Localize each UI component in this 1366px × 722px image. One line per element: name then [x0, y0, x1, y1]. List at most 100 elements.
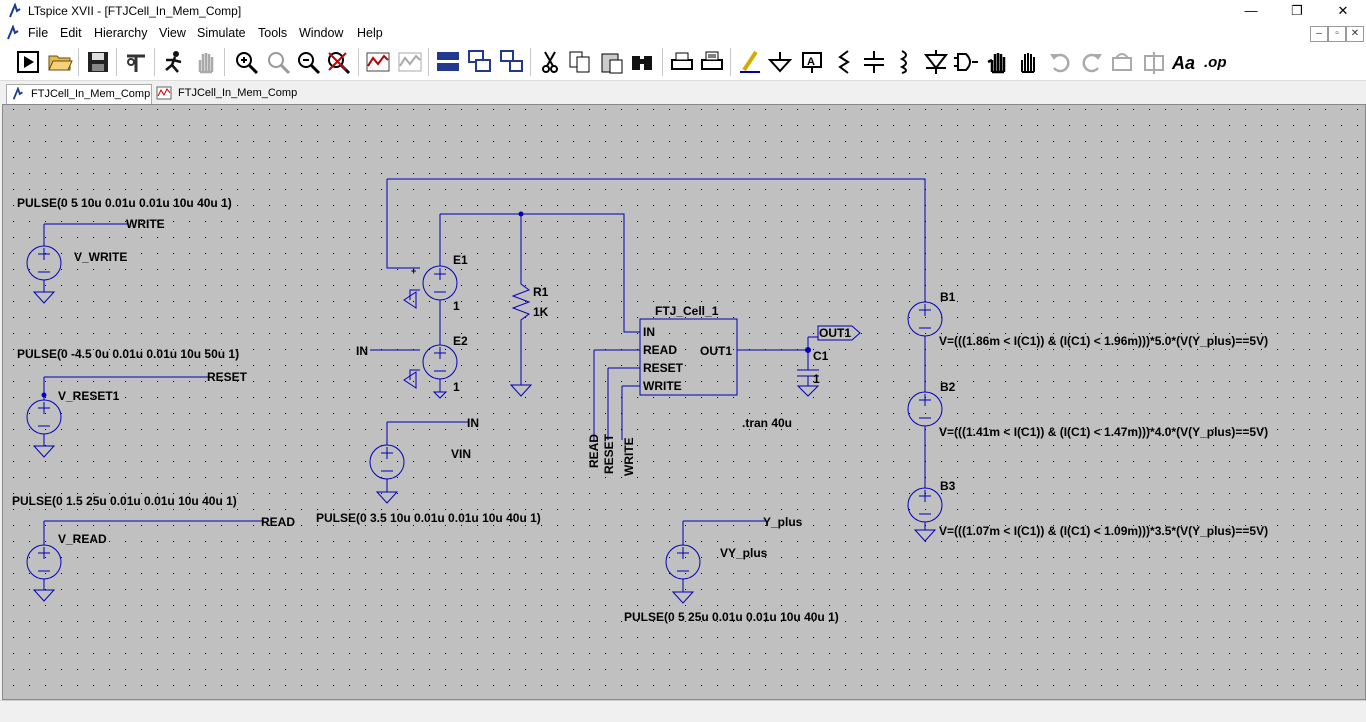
mdi-minimize-button[interactable]: –: [1310, 26, 1328, 42]
pulse-in-text[interactable]: PULSE(0 3.5 10u 0.01u 0.01u 10u 40u 1): [316, 511, 541, 525]
v-reset-source[interactable]: [26, 376, 208, 458]
document-schematic-icon[interactable]: [6, 25, 20, 41]
print-setup-icon[interactable]: [668, 48, 696, 76]
menu-hierarchy[interactable]: Hierarchy: [94, 26, 148, 40]
inductor-icon[interactable]: [890, 48, 918, 76]
b3-label[interactable]: B3: [940, 479, 956, 493]
mdi-close-button[interactable]: ✕: [1346, 26, 1364, 42]
r1-label[interactable]: R1: [533, 285, 549, 299]
net-write-label[interactable]: WRITE: [126, 217, 165, 231]
vy-plus-label[interactable]: VY_plus: [720, 546, 768, 560]
schematic-drawing[interactable]: +: [3, 105, 1365, 699]
net-read-label[interactable]: READ: [261, 515, 295, 529]
restore-button[interactable]: ❐: [1291, 3, 1303, 18]
net-y-plus-label[interactable]: Y_plus: [763, 515, 803, 529]
diode-icon[interactable]: [922, 48, 950, 76]
tile-horizontal-icon[interactable]: [434, 48, 462, 76]
e2-gain[interactable]: 1: [453, 380, 460, 394]
e1-label[interactable]: E1: [453, 253, 468, 267]
v-read-label[interactable]: V_READ: [58, 532, 107, 546]
b1-source[interactable]: [907, 301, 943, 392]
control-panel-icon[interactable]: [122, 48, 150, 76]
v-reset-label[interactable]: V_RESET1: [58, 389, 120, 403]
c1-value[interactable]: 1: [813, 372, 820, 386]
find-binoculars-icon[interactable]: [628, 48, 656, 76]
plot-settings-icon[interactable]: [364, 48, 392, 76]
r1-resistor[interactable]: [509, 214, 533, 397]
b3-source[interactable]: [907, 487, 943, 542]
component-icon[interactable]: [952, 48, 980, 76]
redo-icon[interactable]: [1078, 48, 1106, 76]
v-write-source[interactable]: [26, 223, 128, 304]
net-reset-label[interactable]: RESET: [207, 370, 248, 384]
menu-file[interactable]: File: [28, 26, 49, 40]
vin-label[interactable]: VIN: [451, 447, 471, 461]
cut-icon[interactable]: [536, 48, 564, 76]
b2-label[interactable]: B2: [940, 380, 956, 394]
b2-source[interactable]: [907, 391, 943, 488]
move-hand-icon[interactable]: [984, 48, 1012, 76]
text-icon[interactable]: Aa: [1170, 48, 1198, 76]
zoom-area-icon[interactable]: [264, 48, 292, 76]
b1-expression[interactable]: V=(((1.86m < I(C1)) & (I(C1) < 1.96m)))*…: [939, 334, 1268, 348]
spice-directive-icon[interactable]: .op: [1202, 48, 1230, 76]
menu-simulate[interactable]: Simulate: [197, 26, 246, 40]
ftj-cell-block[interactable]: [593, 318, 818, 440]
c1-capacitor[interactable]: [796, 369, 820, 397]
v-write-label[interactable]: V_WRITE: [74, 250, 127, 264]
menu-view[interactable]: View: [159, 26, 186, 40]
minimize-button[interactable]: —: [1244, 3, 1258, 18]
menu-window[interactable]: Window: [299, 26, 344, 40]
menu-help[interactable]: Help: [357, 26, 383, 40]
save-icon[interactable]: [84, 48, 112, 76]
mdi-restore-button[interactable]: ▫: [1328, 26, 1346, 42]
net-in-label-vin[interactable]: IN: [467, 416, 479, 430]
open-icon[interactable]: [46, 48, 74, 76]
label-net-icon[interactable]: A: [798, 48, 826, 76]
tran-directive[interactable]: .tran 40u: [742, 416, 792, 430]
run-icon[interactable]: [14, 48, 42, 76]
out1-flag[interactable]: [817, 325, 861, 341]
print-icon[interactable]: [698, 48, 726, 76]
resistor-icon[interactable]: [830, 48, 858, 76]
vin-source[interactable]: [369, 421, 468, 504]
schematic-canvas[interactable]: +: [2, 104, 1366, 700]
pulse-read-text[interactable]: PULSE(0 1.5 25u 0.01u 0.01u 10u 40u 1): [12, 494, 237, 508]
pulse-y-text[interactable]: PULSE(0 5 25u 0.01u 0.01u 10u 40u 1): [624, 610, 839, 624]
waveform-viewer-icon[interactable]: [396, 48, 424, 76]
drag-hand-icon[interactable]: [1014, 48, 1042, 76]
net-read-vertical-label[interactable]: READ: [587, 434, 601, 468]
pulse-reset-text[interactable]: PULSE(0 -4.5 0u 0.01u 0.01u 10u 50u 1): [17, 347, 239, 361]
cascade-windows-icon[interactable]: [466, 48, 494, 76]
b3-expression[interactable]: V=(((1.07m < I(C1)) & (I(C1) < 1.09m)))*…: [939, 524, 1268, 538]
e1-source[interactable]: +: [403, 265, 458, 332]
b2-expression[interactable]: V=(((1.41m < I(C1)) & (I(C1) < 1.47m)))*…: [939, 425, 1268, 439]
e1-gain[interactable]: 1: [453, 299, 460, 313]
rotate-icon[interactable]: [1108, 48, 1136, 76]
paste-icon[interactable]: [598, 48, 626, 76]
net-out1-label[interactable]: OUT1: [819, 326, 851, 340]
menu-edit[interactable]: Edit: [60, 26, 82, 40]
r1-value[interactable]: 1K: [533, 305, 549, 319]
tab-waveform[interactable]: FTJCell_In_Mem_Comp: [154, 84, 304, 103]
close-button[interactable]: ✕: [1337, 3, 1349, 18]
menu-tools[interactable]: Tools: [258, 26, 288, 40]
net-reset-vertical-label[interactable]: RESET: [602, 433, 616, 474]
capacitor-icon[interactable]: [860, 48, 888, 76]
e2-label[interactable]: E2: [453, 334, 468, 348]
net-write-vertical-label[interactable]: WRITE: [622, 437, 636, 476]
v-read-source[interactable]: [26, 520, 264, 602]
pan-hand-icon[interactable]: [192, 48, 220, 76]
e2-source[interactable]: [370, 332, 458, 399]
ground-icon[interactable]: [766, 48, 794, 76]
net-in-label-e2[interactable]: IN: [356, 344, 368, 358]
tile-vertical-icon[interactable]: [498, 48, 526, 76]
halt-run-icon[interactable]: [160, 48, 188, 76]
pulse-write-text[interactable]: PULSE(0 5 10u 0.01u 0.01u 10u 40u 1): [17, 196, 232, 210]
c1-label[interactable]: C1: [813, 349, 829, 363]
b1-label[interactable]: B1: [940, 290, 956, 304]
zoom-in-icon[interactable]: [232, 48, 260, 76]
zoom-out-icon[interactable]: [294, 48, 322, 76]
cell-name-label[interactable]: FTJ_Cell_1: [655, 304, 719, 318]
undo-icon[interactable]: [1046, 48, 1074, 76]
